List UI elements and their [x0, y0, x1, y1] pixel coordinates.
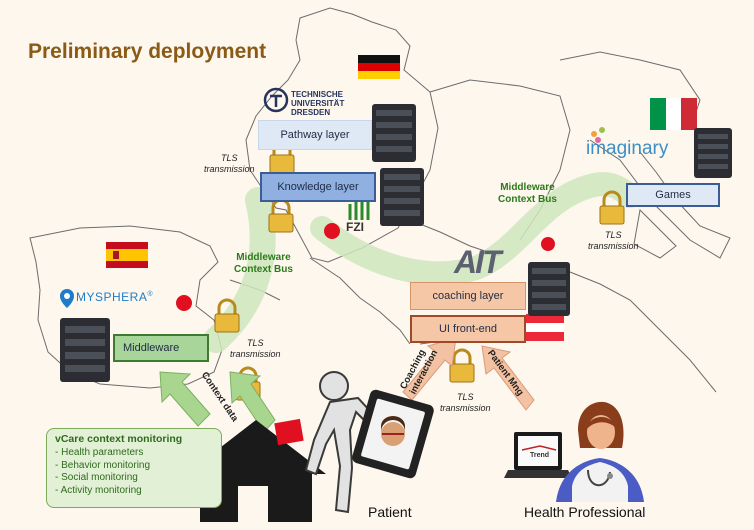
- tud-logo-line2: UNIVERSITÄT: [291, 99, 345, 108]
- coaching-layer-box: coaching layer: [410, 282, 526, 310]
- server-icon-imaginary: [694, 128, 732, 178]
- spain-flag-icon: [106, 242, 148, 268]
- server-icon-fzi: [380, 168, 424, 226]
- lock-icon-6: [599, 190, 625, 225]
- europe-map: [29, 7, 731, 393]
- context-bus-right-line2: Context Bus: [498, 194, 557, 205]
- imaginary-mark-icon: [591, 127, 605, 143]
- tud-logo-line1: TECHNISCHE: [291, 90, 344, 99]
- mysphera-pin-icon: [60, 289, 74, 308]
- vcare-item: Social monitoring: [55, 472, 213, 485]
- germany-flag-icon: [358, 55, 400, 79]
- austria-flag-icon: [526, 314, 564, 341]
- server-icon-mysphera: [60, 318, 110, 382]
- vcare-item: Health parameters: [55, 447, 213, 460]
- lock-icon-5: [449, 348, 475, 383]
- tls-label-3-line1: TLS: [457, 392, 474, 402]
- fzi-logo-text: FZI: [346, 220, 364, 234]
- tls-label-4-line2: transmission: [588, 241, 639, 251]
- vcare-item: Activity monitoring: [55, 485, 213, 498]
- imaginary-logo: imaginary: [586, 138, 669, 159]
- italy-flag-icon: [650, 98, 697, 130]
- tls-label-2-line2: transmission: [230, 349, 281, 359]
- context-data-arrow-right: [229, 371, 276, 433]
- bus-band-right: [310, 172, 642, 286]
- patient-mng-arrow: [481, 345, 535, 411]
- games-box: Games: [626, 183, 720, 207]
- context-data-arrow-left: [159, 371, 211, 427]
- tls-label-2-line1: TLS: [247, 338, 264, 348]
- health-professional-label: Health Professional: [524, 504, 646, 520]
- vcare-item: Behavior monitoring: [55, 460, 213, 473]
- coaching-interaction-arrow: [402, 337, 457, 401]
- mysphera-logo-mark: ®: [147, 291, 154, 298]
- vcare-monitoring-box: vCare context monitoring Health paramete…: [46, 428, 222, 508]
- tud-logo-mark-icon: [263, 87, 289, 113]
- mysphera-logo: MYSPHERA®: [76, 290, 153, 304]
- server-icon-dresden-top: [372, 104, 416, 162]
- health-professional-figure-icon: [556, 401, 644, 502]
- tls-label-4-line1: TLS: [605, 230, 622, 240]
- lock-icon-2: [268, 198, 294, 233]
- context-bus-right-line1: Middleware: [500, 182, 555, 193]
- lock-icon-3: [214, 298, 240, 333]
- context-bus-left-line1: Middleware: [236, 252, 291, 263]
- tls-label-1-line1: TLS: [221, 153, 238, 163]
- tablet-icon: [352, 389, 434, 479]
- trend-logo: Trend: [530, 452, 550, 459]
- location-dot-fzi: [324, 223, 340, 239]
- location-dot-ait: [541, 237, 555, 251]
- red-flag-icon: [274, 418, 304, 446]
- laptop-icon: [504, 432, 572, 478]
- tud-logo: TECHNISCHE UNIVERSITÄT DRESDEN: [291, 90, 344, 117]
- mysphera-logo-text: MYSPHERA: [76, 290, 148, 304]
- patient-label: Patient: [368, 504, 412, 520]
- pathway-layer-box: Pathway layer: [258, 120, 372, 150]
- knowledge-layer-box: Knowledge layer: [260, 172, 376, 202]
- tls-label-1-line2: transmission: [204, 164, 255, 174]
- vcare-list: Health parameters Behavior monitoring So…: [55, 447, 213, 497]
- server-icon-ait: [528, 262, 570, 316]
- tls-label-3-line2: transmission: [440, 403, 491, 413]
- location-dot-mysphera: [176, 295, 192, 311]
- ait-logo: AIT: [454, 244, 502, 280]
- middleware-box: Middleware: [113, 334, 209, 362]
- page-title: Preliminary deployment: [28, 40, 267, 63]
- tud-logo-line3: DRESDEN: [291, 108, 331, 117]
- vcare-title: vCare context monitoring: [55, 433, 183, 445]
- ui-frontend-box: UI front-end: [410, 315, 526, 343]
- context-bus-left-line2: Context Bus: [234, 264, 293, 275]
